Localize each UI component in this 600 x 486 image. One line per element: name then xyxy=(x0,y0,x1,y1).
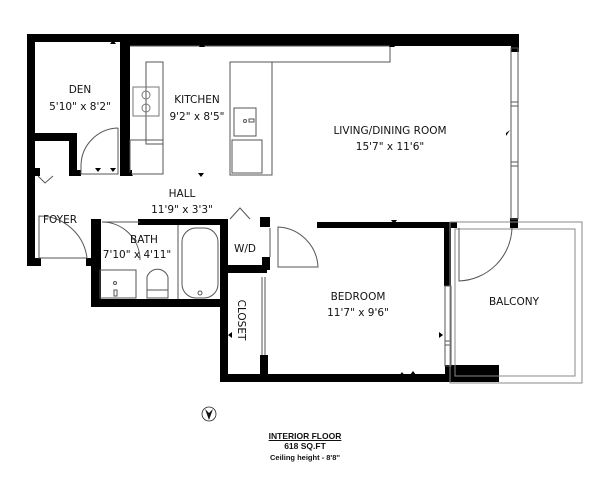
floor-summary: INTERIOR FLOOR 618 SQ.FT Ceiling height … xyxy=(250,431,360,464)
room-bedroom: BEDROOM 11'7" x 9'6" xyxy=(327,291,389,319)
room-dimensions: 7'10" x 4'11" xyxy=(103,249,171,261)
fixtures xyxy=(37,45,583,384)
room-dimensions: 5'10" x 8'2" xyxy=(49,101,111,113)
ceiling-height: Ceiling height - 8'8'' xyxy=(270,453,340,462)
north-arrow-icon xyxy=(201,406,217,422)
walls xyxy=(27,34,519,382)
room-living-dining: LIVING/DINING ROOM 15'7" x 11'6" xyxy=(333,125,446,153)
room-foyer: FOYER xyxy=(43,214,77,226)
room-hall: HALL 11'9" x 3'3" xyxy=(151,188,213,216)
room-bath: BATH 7'10" x 4'11" xyxy=(103,234,171,261)
room-label: BALCONY xyxy=(489,296,540,308)
measure-ticks xyxy=(95,40,510,376)
room-label: W/D xyxy=(234,243,256,255)
room-label: HALL xyxy=(169,188,196,200)
room-wd: W/D xyxy=(234,243,256,255)
room-closet: CLOSET xyxy=(235,300,247,341)
room-dimensions: 15'7" x 11'6" xyxy=(356,141,424,153)
room-dimensions: 9'2" x 8'5" xyxy=(169,111,224,123)
room-kitchen: KITCHEN 9'2" x 8'5" xyxy=(169,94,224,123)
floor-area: 618 SQ.FT xyxy=(284,441,326,451)
room-label: BEDROOM xyxy=(331,291,386,303)
room-dimensions: 11'9" x 3'3" xyxy=(151,204,213,216)
room-label: BATH xyxy=(130,234,158,246)
room-dimensions: 11'7" x 9'6" xyxy=(327,307,389,319)
room-label: CLOSET xyxy=(235,300,247,341)
room-balcony: BALCONY xyxy=(489,296,540,308)
room-den: DEN 5'10" x 8'2" xyxy=(49,84,111,113)
room-label: DEN xyxy=(69,84,92,96)
room-label: FOYER xyxy=(43,214,77,226)
room-label: KITCHEN xyxy=(174,94,220,106)
room-label: LIVING/DINING ROOM xyxy=(333,125,446,137)
floor-title: INTERIOR FLOOR xyxy=(268,431,342,441)
